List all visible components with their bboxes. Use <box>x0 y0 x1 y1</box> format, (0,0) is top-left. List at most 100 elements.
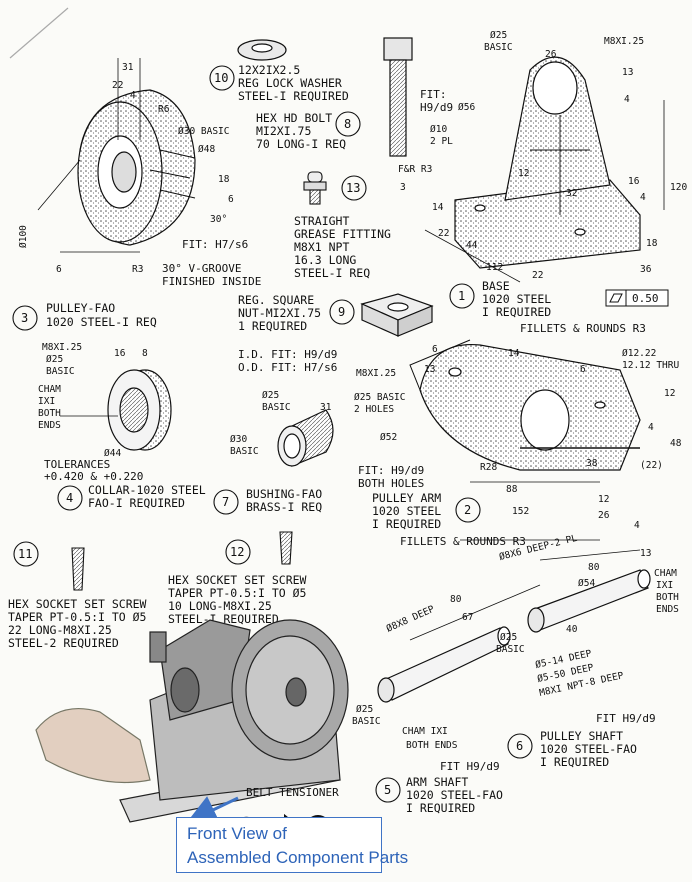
svg-text:I REQUIRED: I REQUIRED <box>372 517 441 531</box>
arm-dim-m8: M8XI.25 <box>356 368 396 379</box>
hex-bolt-part-8 <box>383 37 413 157</box>
svg-text:5: 5 <box>384 783 391 797</box>
pulley-dim-d48: Ø48 <box>198 144 215 155</box>
part-13-title: 13 STRAIGHT GREASE FITTING M8X1 NPT 16.3… <box>294 175 391 280</box>
svg-text:TAPER PT-0.5:I TO Ø5: TAPER PT-0.5:I TO Ø5 <box>168 586 306 600</box>
part-3-title: 3 PULLEY-FAO 1020 STEEL-I REQ <box>12 301 157 331</box>
svg-text:7: 7 <box>222 495 229 509</box>
svg-text:1020 STEEL-FAO: 1020 STEEL-FAO <box>406 788 503 802</box>
svg-text:16.3 LONG: 16.3 LONG <box>294 253 356 267</box>
arm-dim-d12: Ø12.22 <box>622 348 656 359</box>
svg-text:9: 9 <box>338 305 345 319</box>
assembled-view-callout: Front View of Assembled Component Parts <box>176 817 409 873</box>
svg-text:22 LONG-M8XI.25: 22 LONG-M8XI.25 <box>8 623 112 637</box>
tolerances-line-1: TOLERANCES <box>44 458 110 471</box>
base-fit-label: FIT: <box>420 88 447 101</box>
arm-dim-6: 6 <box>432 344 438 355</box>
svg-text:1020 STEEL: 1020 STEEL <box>372 504 441 518</box>
svg-text:3: 3 <box>21 311 28 325</box>
pulley-shaft-dim-1x1: IXI <box>656 580 673 591</box>
base-dim-44: 44 <box>466 240 478 251</box>
base-dim-d25: Ø25 <box>490 30 507 41</box>
part-8-title: 8 HEX HD BOLT MI2XI.75 70 LONG-I REQ <box>256 111 361 151</box>
svg-text:8: 8 <box>344 117 351 131</box>
part-7-title: 7 BUSHING-FAO BRASS-I REQ <box>213 487 322 515</box>
part-5-title: 5 ARM SHAFT 1020 STEEL-FAO I REQUIRED <box>375 775 503 815</box>
base-fit-value: H9/d9 <box>420 101 453 114</box>
set-screw-part-11 <box>71 547 85 591</box>
pulley-dim-4: 4 <box>130 90 136 101</box>
svg-text:HEX HD BOLT: HEX HD BOLT <box>256 111 332 125</box>
base-dim-4b: 4 <box>640 192 646 203</box>
base-dim-frr3: F&R R3 <box>398 164 432 175</box>
base-dim-d10: Ø10 <box>430 124 447 135</box>
svg-text:BUSHING-FAO: BUSHING-FAO <box>246 487 322 501</box>
base-dim-22b: 22 <box>532 270 543 281</box>
svg-text:1: 1 <box>458 289 465 303</box>
arm-shaft-dim-ends: BOTH ENDS <box>406 740 458 751</box>
pulley-shaft-dim-13: 13 <box>640 548 651 559</box>
bushing-dim-31: 31 <box>320 402 332 413</box>
arm-dim-2holes: 2 HOLES <box>354 404 394 415</box>
svg-text:1020 STEEL-I REQ: 1020 STEEL-I REQ <box>46 315 157 329</box>
base-dim-13: 13 <box>622 67 633 78</box>
square-nut-part-9 <box>360 293 434 337</box>
base-dim-14: 14 <box>432 202 444 213</box>
svg-text:0.50: 0.50 <box>632 292 659 305</box>
pulley-shaft-dim-cham: CHAM <box>654 568 677 579</box>
fillets-rounds-top: FILLETS & ROUNDS R3 <box>520 322 646 335</box>
svg-text:STEEL-I REQUIRED: STEEL-I REQUIRED <box>238 89 349 103</box>
arm-dim-26: 26 <box>598 510 610 521</box>
base-dim-18: 18 <box>646 238 658 249</box>
base-dim-26: 26 <box>545 49 557 60</box>
svg-text:BASE: BASE <box>482 279 510 293</box>
bushing-dim-basic: BASIC <box>262 402 291 413</box>
svg-text:NUT-MI2XI.75: NUT-MI2XI.75 <box>238 306 321 320</box>
pulley-dim-18: 18 <box>218 174 230 185</box>
pulley-fit-note: FIT: H7/s6 <box>182 238 248 251</box>
pulley-dim-30deg: 30° <box>210 214 227 225</box>
base-dim-2pl: 2 PL <box>430 136 453 147</box>
arm-shaft-fit: FIT H9/d9 <box>440 760 500 773</box>
svg-text:BRASS-I REQ: BRASS-I REQ <box>246 500 322 514</box>
pulley-shaft-dim-basic: BASIC <box>496 644 525 655</box>
arm-fit-line-2: BOTH HOLES <box>358 477 424 490</box>
collar-dim-both: BOTH <box>38 408 61 419</box>
svg-text:PULLEY ARM: PULLEY ARM <box>372 491 441 505</box>
collar-part-4 <box>60 369 172 451</box>
collar-dim-d25: Ø25 <box>46 354 63 365</box>
arm-dim-152: 152 <box>512 506 529 517</box>
collar-dim-ends: ENDS <box>38 420 61 431</box>
svg-text:STEEL-2 REQUIRED: STEEL-2 REQUIRED <box>8 636 119 650</box>
collar-dim-1x1: IXI <box>38 396 55 407</box>
set-screw-part-12 <box>279 531 293 565</box>
bushing-fit-id: I.D. FIT: H9/d9 <box>238 348 337 361</box>
callout-line-2: Assembled Component Parts <box>187 848 409 867</box>
arm-dim-38: 38 <box>586 458 598 469</box>
arm-dim-4b: 4 <box>634 520 640 531</box>
svg-text:HEX SOCKET SET SCREW: HEX SOCKET SET SCREW <box>168 573 307 587</box>
grease-fitting-part-13 <box>303 171 327 205</box>
base-dim-m8: M8XI.25 <box>604 36 644 47</box>
svg-text:12: 12 <box>230 545 244 559</box>
part-10-title: 10 12X2IX2.5 REG LOCK WASHER STEEL-I REQ… <box>209 63 349 103</box>
arm-dim-d25: Ø25 BASIC <box>354 392 405 403</box>
bushing-dim-d25: Ø25 <box>262 390 279 401</box>
bushing-part-7 <box>277 409 334 467</box>
v-groove-line-1: 30° V-GROOVE <box>162 262 241 275</box>
pulley-shaft-part-6 <box>527 549 651 633</box>
base-dim-12: 12 <box>518 168 529 179</box>
arm-dim-88: 88 <box>506 484 518 495</box>
arm-dim-13: 13 <box>424 364 435 375</box>
arm-dim-12: 12 <box>664 388 675 399</box>
pulley-dim-6b: 6 <box>56 264 62 275</box>
collar-dim-basic: BASIC <box>46 366 75 377</box>
collar-dim-16: 16 <box>114 348 126 359</box>
pulley-arm-part-2 <box>409 339 641 541</box>
callout-arrow <box>186 796 239 824</box>
base-dim-36: 36 <box>640 264 652 275</box>
svg-text:PULLEY-FAO: PULLEY-FAO <box>46 301 115 315</box>
arm-shaft-dim-67: 67 <box>462 612 473 623</box>
